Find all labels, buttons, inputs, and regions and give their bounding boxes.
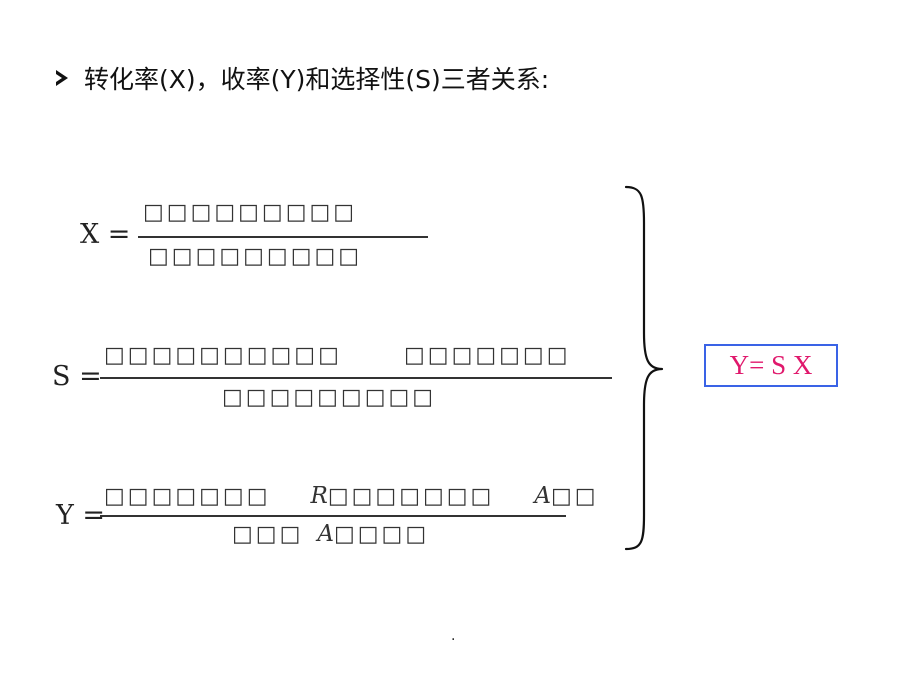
formula-y-var-r: R	[310, 483, 328, 509]
formula-s-lhs: S =	[52, 361, 102, 392]
formula-s-numerator-part1: □□□□□□□□□□	[104, 343, 342, 368]
formula-x-fraction-bar	[138, 236, 428, 238]
formula-y-numerator: □□□□□□□R□□□□□□□A□□	[104, 483, 599, 509]
arrow-bullet-icon	[56, 70, 68, 86]
result-text: Y= S X	[729, 350, 813, 380]
formula-y-num-part2: □□□□□□□	[327, 484, 495, 509]
formula-y-lhs: Y =	[56, 500, 106, 531]
right-curly-brace-icon	[624, 185, 664, 551]
result-box: Y= S X	[704, 344, 838, 387]
formula-y-var-a: A	[534, 483, 551, 509]
formula-s-numerator-part2: □□□□□□□	[404, 343, 571, 368]
formula-x-numerator: □□□□□□□□□	[143, 200, 358, 225]
formula-x-lhs: X =	[80, 219, 131, 250]
formula-x-denominator: □□□□□□□□□	[148, 244, 363, 269]
footer-dot: .	[451, 628, 456, 644]
formula-y-denominator: □□□ A□□□□	[232, 521, 429, 547]
formula-y-den-var-a: A	[317, 521, 334, 547]
formula-s-fraction-bar	[100, 377, 612, 379]
formula-s-denominator: □□□□□□□□□	[222, 385, 437, 410]
heading-text: 转化率(X)，收率(Y)和选择性(S)三者关系:	[84, 65, 550, 94]
slide-heading: 转化率(X)，收率(Y)和选择性(S)三者关系:	[56, 60, 549, 96]
formula-y-den-part2: □□□□	[333, 522, 430, 547]
formula-y-fraction-bar	[100, 515, 566, 517]
formula-y-den-part1: □□□	[232, 522, 304, 547]
formula-y-num-part3: □□	[550, 484, 599, 509]
formula-y-num-part1: □□□□□□□	[104, 484, 271, 509]
